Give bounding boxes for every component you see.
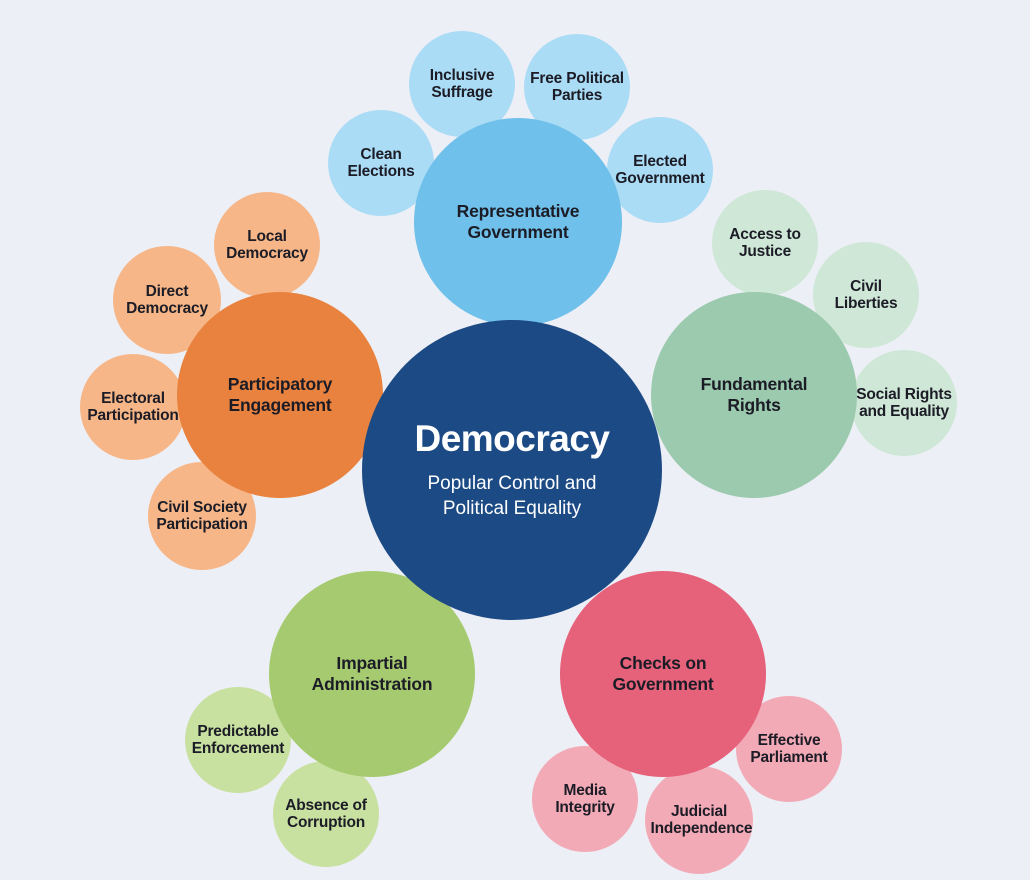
- satellite-social-rights-and-equality: Social Rights and Equality: [851, 350, 957, 456]
- satellite-label-judicial-independence: Judicial Independence: [650, 802, 753, 837]
- satellite-label-media-integrity: Media Integrity: [555, 781, 615, 816]
- satellite-label-absence-of-corruption: Absence of Corruption: [285, 796, 367, 831]
- satellite-label-access-to-justice: Access to Justice: [729, 225, 801, 260]
- satellite-label-clean-elections: Clean Elections: [347, 145, 415, 180]
- satellite-electoral-participation: Electoral Participation: [80, 354, 186, 460]
- cluster-fundamental-rights: Fundamental Rights: [651, 292, 857, 498]
- cluster-label-participatory-engagement: Participatory Engagement: [227, 374, 333, 415]
- center-subtitle: Popular Control and Political Equality: [427, 473, 597, 519]
- cluster-label-fundamental-rights: Fundamental Rights: [700, 374, 808, 415]
- satellite-judicial-independence: Judicial Independence: [645, 766, 753, 874]
- satellite-label-social-rights-and-equality: Social Rights and Equality: [856, 385, 952, 420]
- cluster-representative-government: Representative Government: [414, 118, 622, 326]
- satellite-label-local-democracy: Local Democracy: [226, 227, 308, 262]
- satellite-label-effective-parliament: Effective Parliament: [750, 731, 828, 766]
- satellite-local-democracy: Local Democracy: [214, 192, 320, 298]
- satellite-civil-liberties: Civil Liberties: [813, 242, 919, 348]
- cluster-label-representative-government: Representative Government: [456, 201, 580, 242]
- satellite-absence-of-corruption: Absence of Corruption: [273, 761, 379, 867]
- cluster-label-checks-on-government: Checks on Government: [612, 653, 714, 694]
- satellite-label-elected-government: Elected Government: [615, 152, 705, 187]
- satellite-label-free-political-parties: Free Political Parties: [530, 69, 624, 104]
- cluster-checks-on-government: Checks on Government: [560, 571, 766, 777]
- satellite-elected-government: Elected Government: [607, 117, 713, 223]
- satellite-label-predictable-enforcement: Predictable Enforcement: [191, 722, 285, 757]
- cluster-impartial-administration: Impartial Administration: [269, 571, 475, 777]
- satellite-label-civil-liberties: Civil Liberties: [834, 277, 898, 312]
- satellite-label-inclusive-suffrage: Inclusive Suffrage: [429, 66, 495, 101]
- center-title: Democracy: [414, 418, 610, 460]
- satellite-label-civil-society-participation: Civil Society Participation: [156, 498, 248, 533]
- cluster-label-impartial-administration: Impartial Administration: [311, 653, 433, 694]
- satellite-label-electoral-participation: Electoral Participation: [87, 389, 179, 424]
- satellite-access-to-justice: Access to Justice: [712, 190, 818, 296]
- satellite-label-direct-democracy: Direct Democracy: [126, 282, 208, 317]
- cluster-participatory-engagement: Participatory Engagement: [177, 292, 383, 498]
- satellite-clean-elections: Clean Elections: [328, 110, 434, 216]
